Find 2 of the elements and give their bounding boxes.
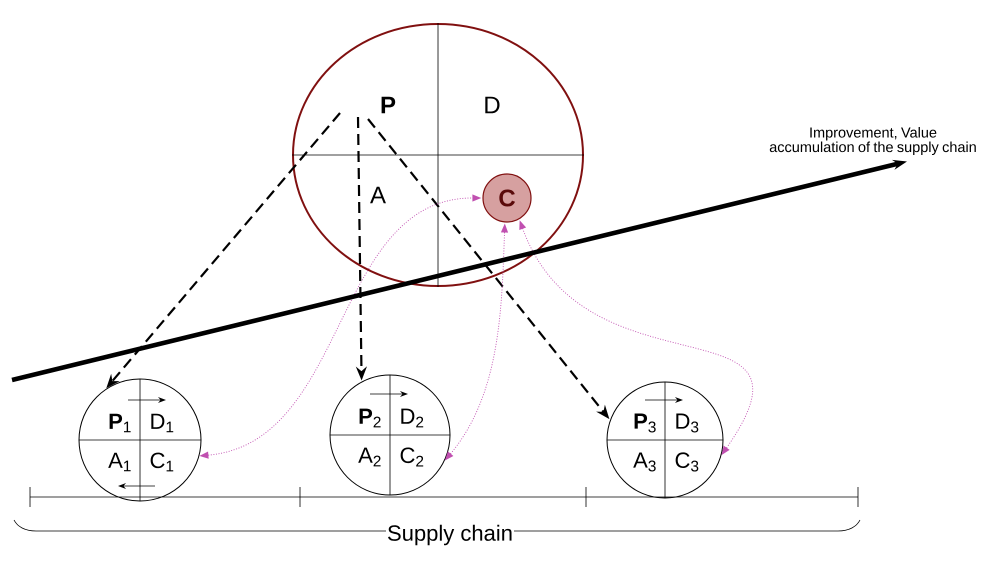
brace-label: Supply chain: [386, 524, 514, 546]
axis-label: Improvement, Value accumulation of the supply chain: [770, 126, 976, 156]
